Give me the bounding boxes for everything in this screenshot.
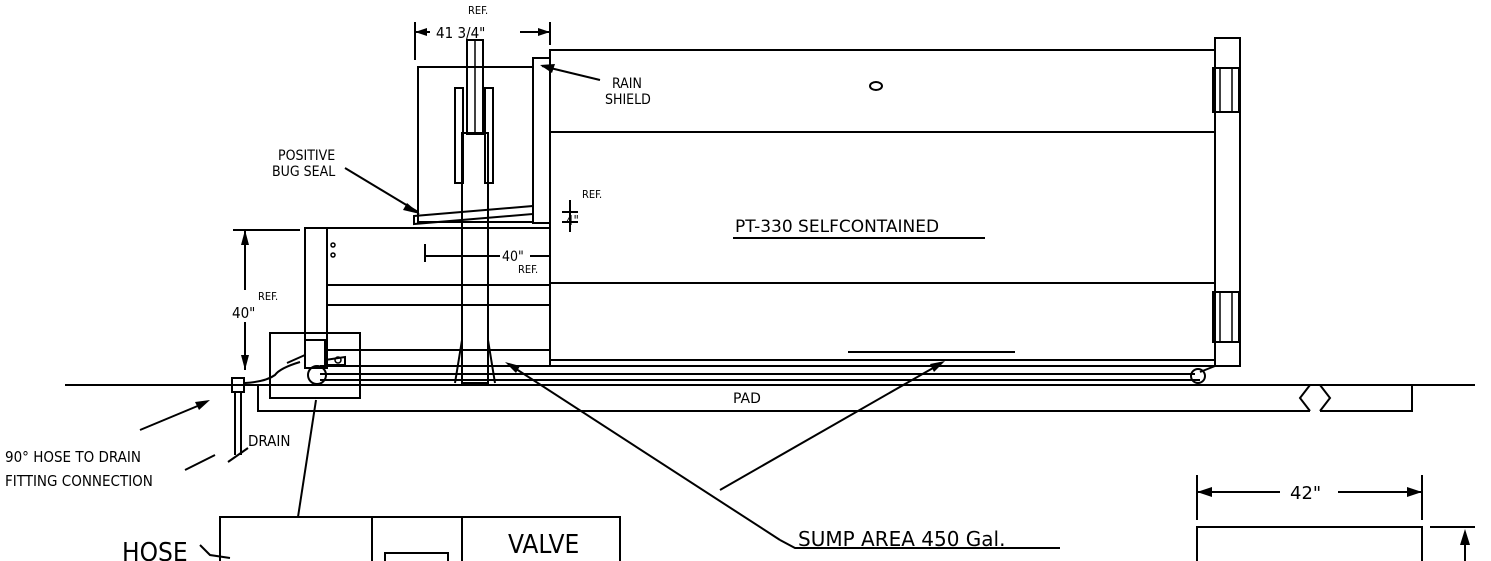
ref-40-mid-label: REF. [518, 263, 538, 276]
valve-label: VALVE [508, 530, 579, 560]
dim-40-mid-label: 40" [502, 249, 524, 265]
dim-40-left-label: 40" [232, 304, 255, 322]
valve-box [269, 332, 361, 399]
rain-shield [532, 57, 551, 224]
rear-door [1214, 37, 1241, 367]
hinge-bottom [1212, 291, 1240, 343]
pad [257, 384, 1413, 412]
hose-label: HOSE [122, 538, 188, 561]
hose [244, 361, 301, 384]
dim-42-label: 42" [1290, 483, 1321, 504]
front-body [326, 227, 551, 367]
positive-label-2: BUG SEAL [272, 164, 335, 180]
rear-wheel [1190, 368, 1206, 384]
valve-wheel [307, 365, 327, 385]
dim-4-label: 4" [566, 214, 579, 229]
rain-shield-label-1: RAIN [612, 76, 642, 92]
ref-top-label: REF. [468, 4, 488, 17]
ref-left-label: REF. [258, 290, 278, 303]
bug-seal [413, 204, 534, 226]
hinge-top [1212, 67, 1240, 113]
ref-4-label: REF. [582, 188, 602, 201]
sump-label: SUMP AREA 450 Gal. [798, 527, 1005, 551]
pad-label: PAD [733, 391, 761, 407]
rain-shield-label-2: SHIELD [605, 92, 651, 108]
hose-drain-label-2: FITTING CONNECTION [5, 472, 153, 490]
title-label: PT-330 SELFCONTAINED [735, 217, 939, 237]
side-detail-box [1196, 526, 1423, 561]
dim-41-label: 41 3/4" [436, 24, 485, 42]
container-port [869, 81, 883, 91]
hose-drain-label-1: 90° HOSE TO DRAIN [5, 448, 141, 466]
drain-label: DRAIN [248, 432, 290, 450]
front-section [304, 227, 328, 369]
detail-box [219, 516, 621, 561]
positive-label-1: POSITIVE [278, 148, 335, 164]
